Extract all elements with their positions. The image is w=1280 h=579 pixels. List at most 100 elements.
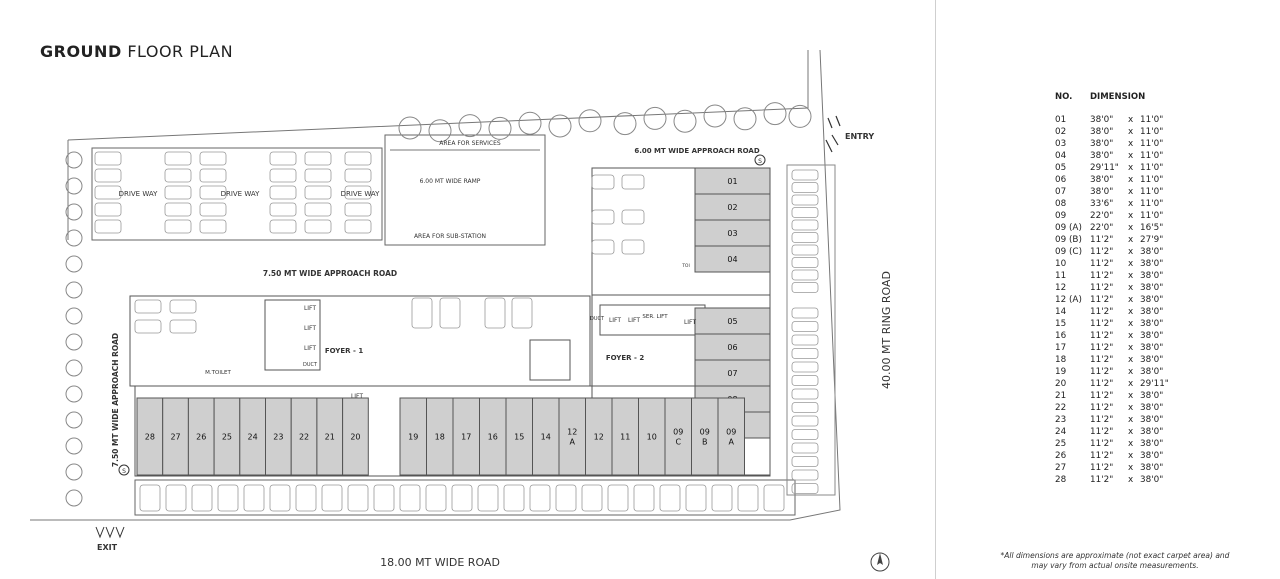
parking-bay-icon xyxy=(94,151,122,166)
tree-icon xyxy=(65,385,83,403)
parking-bay-icon xyxy=(199,219,227,234)
shop-unit[interactable] xyxy=(694,193,771,221)
table-cell-h: 38'0" xyxy=(1140,415,1164,425)
parking-bay-icon xyxy=(621,174,645,190)
duct-label-2: DUCT xyxy=(590,316,605,322)
table-cell-h: 38'0" xyxy=(1140,247,1164,257)
shop-unit[interactable] xyxy=(136,397,164,476)
shop-unit[interactable] xyxy=(694,307,771,335)
parking-bay-icon xyxy=(304,185,332,200)
site-marker-left: S xyxy=(122,468,126,475)
tree-icon xyxy=(65,281,83,299)
unit-number: 09 xyxy=(726,428,736,437)
table-cell-w: 11'2" xyxy=(1090,331,1114,341)
table-cell-x: x xyxy=(1128,331,1134,341)
shop-unit[interactable] xyxy=(532,397,560,476)
shop-unit[interactable] xyxy=(611,397,639,476)
table-cell-w: 29'11" xyxy=(1090,163,1119,173)
table-cell-w: 11'2" xyxy=(1090,403,1114,413)
top-approach-road-label: 6.00 MT WIDE APPROACH ROAD xyxy=(634,147,759,155)
table-cell-w: 11'2" xyxy=(1090,475,1114,485)
parking-bay-icon xyxy=(425,484,447,512)
shop-unit[interactable] xyxy=(452,397,480,476)
parking-bay-icon xyxy=(344,219,372,234)
table-cell-w: 38'0" xyxy=(1090,127,1114,137)
unit-number: 26 xyxy=(196,433,206,442)
parking-bay-icon xyxy=(791,244,819,256)
lift-6-label: LIFT xyxy=(684,319,696,326)
parking-bay-icon xyxy=(199,202,227,217)
table-cell-no: 17 xyxy=(1055,343,1067,353)
parking-bay-icon xyxy=(633,484,655,512)
substation-label: AREA FOR SUB-STATION xyxy=(414,233,486,240)
table-cell-x: x xyxy=(1128,283,1134,293)
parking-bay-icon xyxy=(791,232,819,243)
tree-icon xyxy=(65,333,83,351)
table-cell-w: 11'2" xyxy=(1090,379,1114,389)
table-cell-h: 38'0" xyxy=(1140,331,1164,341)
shop-unit[interactable] xyxy=(585,397,613,476)
table-cell-no: 08 xyxy=(1055,199,1067,209)
table-cell-w: 11'2" xyxy=(1090,391,1114,401)
parking-bay-icon xyxy=(94,202,122,217)
tree-icon xyxy=(65,437,83,455)
unit-number: 12 xyxy=(567,428,577,437)
table-cell-no: 09 (B) xyxy=(1055,235,1082,245)
parking-bay-icon xyxy=(791,388,819,400)
unit-number: 14 xyxy=(541,433,551,442)
ramp-label: 6.00 MT WIDE RAMP xyxy=(420,178,481,185)
table-cell-no: 28 xyxy=(1055,475,1067,485)
table-cell-w: 33'6" xyxy=(1090,199,1114,209)
lift-4-label: LIFT xyxy=(609,317,621,324)
shop-unit[interactable] xyxy=(694,219,771,247)
tree-icon xyxy=(398,116,422,140)
table-cell-no: 18 xyxy=(1055,355,1067,365)
shop-unit[interactable] xyxy=(316,397,344,476)
shop-unit[interactable] xyxy=(342,397,369,476)
table-cell-x: x xyxy=(1128,427,1134,437)
table-cell-x: x xyxy=(1128,127,1134,137)
unit-number: 24 xyxy=(248,433,258,442)
unit-number: 09 xyxy=(700,428,710,437)
shop-unit[interactable] xyxy=(664,397,692,476)
parking-bay-icon xyxy=(791,483,819,494)
shop-unit[interactable] xyxy=(426,397,454,476)
table-cell-h: 11'0" xyxy=(1140,211,1164,221)
table-header-dimension: DIMENSION xyxy=(1090,92,1146,102)
parking-bay-icon xyxy=(134,319,162,334)
table-cell-w: 11'2" xyxy=(1090,283,1114,293)
shop-unit[interactable] xyxy=(265,397,292,476)
table-cell-no: 04 xyxy=(1055,151,1067,161)
shop-unit[interactable] xyxy=(717,397,745,476)
unit-number: 27 xyxy=(170,433,180,442)
unit-number: 09 xyxy=(673,428,683,437)
entry-label: ENTRY xyxy=(845,132,874,141)
parking-bay-icon xyxy=(484,297,506,329)
table-cell-x: x xyxy=(1128,235,1134,245)
shop-unit[interactable] xyxy=(638,397,666,476)
shop-unit[interactable] xyxy=(558,397,586,476)
tree-icon xyxy=(65,463,83,481)
parking-bay-icon xyxy=(164,202,192,217)
foyer-2-label: FOYER - 2 xyxy=(606,354,645,362)
parking-bay-icon xyxy=(607,484,629,512)
shop-unit[interactable] xyxy=(290,397,318,476)
parking-bay-icon xyxy=(199,168,227,183)
shop-unit[interactable] xyxy=(691,397,719,476)
parking-bay-icon xyxy=(511,297,533,329)
parking-bay-icon xyxy=(344,151,372,166)
table-cell-h: 38'0" xyxy=(1140,439,1164,449)
shop-unit[interactable] xyxy=(694,333,771,361)
parking-bay-icon xyxy=(199,151,227,166)
shop-unit[interactable] xyxy=(239,397,267,476)
toilet-label: TOI xyxy=(681,263,690,269)
table-cell-h: 11'0" xyxy=(1140,115,1164,125)
parking-bay-icon xyxy=(191,484,213,512)
parking-bay-icon xyxy=(621,239,645,255)
table-cell-x: x xyxy=(1128,391,1134,401)
parking-bay-icon xyxy=(439,297,461,329)
shop-unit[interactable] xyxy=(162,397,189,476)
shop-unit[interactable] xyxy=(694,167,771,195)
shop-unit[interactable] xyxy=(694,245,771,273)
table-cell-w: 38'0" xyxy=(1090,187,1114,197)
